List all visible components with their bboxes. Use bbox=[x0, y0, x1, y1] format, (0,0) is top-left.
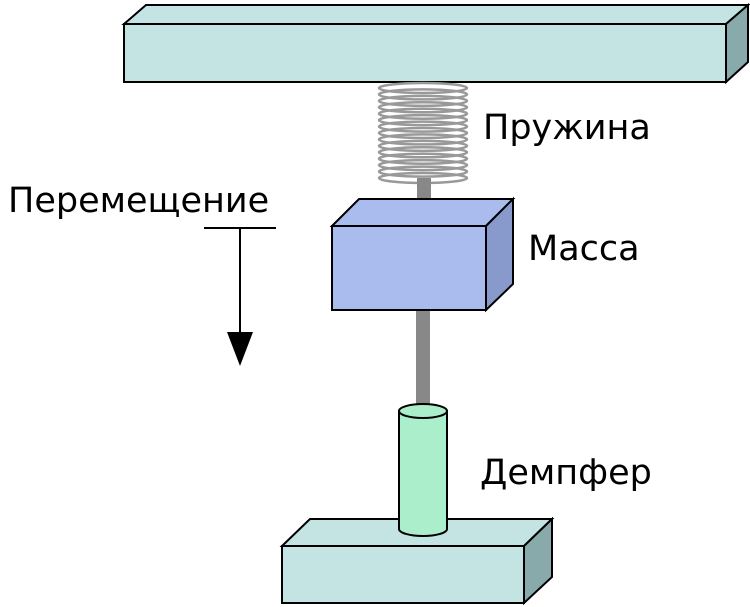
spring-coil bbox=[377, 146, 469, 159]
bottom-plate-front-face bbox=[281, 545, 525, 604]
mass-top-face bbox=[329, 198, 516, 227]
spring-coil bbox=[377, 139, 469, 153]
displacement-arrow-head bbox=[227, 332, 253, 366]
spring-coil bbox=[377, 113, 469, 127]
spring-coil bbox=[377, 133, 469, 146]
spring bbox=[377, 81, 469, 185]
spring-coil bbox=[377, 81, 469, 95]
top-plate-front-face bbox=[123, 23, 727, 83]
spring-label: Пружина bbox=[483, 108, 651, 148]
damper-body bbox=[398, 410, 448, 537]
spring-coil bbox=[377, 152, 469, 165]
mass-block bbox=[329, 196, 516, 313]
mass-front-face bbox=[331, 225, 487, 311]
top-support-plate bbox=[121, 2, 750, 85]
spring-coil bbox=[377, 158, 469, 172]
mass-label: Масса bbox=[528, 229, 640, 269]
spring-coil bbox=[377, 94, 469, 108]
spring-coil bbox=[377, 107, 469, 120]
spring-coil bbox=[377, 88, 469, 101]
damper-label: Демпфер bbox=[480, 453, 652, 493]
displacement-arrow bbox=[204, 227, 276, 366]
top-plate-top-face bbox=[121, 4, 750, 25]
spring-coil bbox=[377, 101, 469, 114]
spring-coil bbox=[377, 126, 469, 140]
damper-rod bbox=[416, 310, 430, 410]
damper-cylinder bbox=[398, 403, 448, 537]
spring-coil bbox=[377, 120, 469, 133]
displacement-label: Перемещение bbox=[8, 181, 269, 221]
spring-coil bbox=[377, 165, 469, 178]
damper-top-cap bbox=[398, 403, 448, 419]
